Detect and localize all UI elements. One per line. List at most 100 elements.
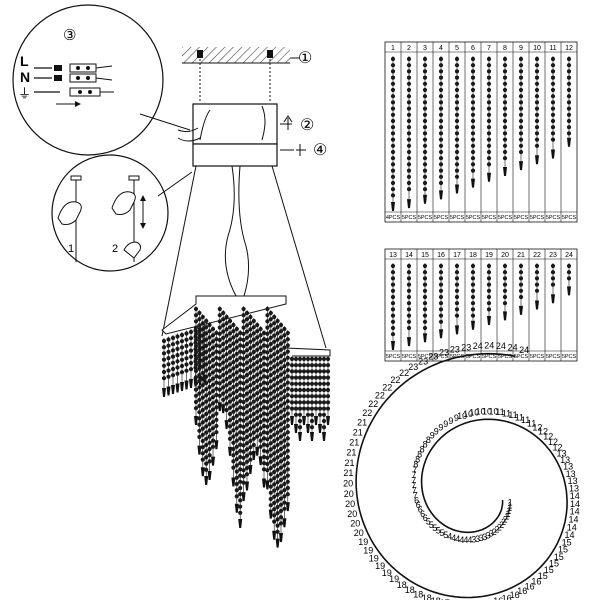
spiral-position-label: 24 (473, 341, 483, 351)
leader-line-2 (158, 172, 192, 196)
column-header: 21 (517, 252, 525, 259)
column-header: 12 (565, 45, 573, 52)
spiral-position-label: 21 (343, 468, 353, 478)
piece-count: 5PCS (482, 354, 497, 360)
spiral-position-label: 19 (358, 537, 368, 547)
crystal-strand (302, 356, 306, 425)
screw-icon (284, 116, 292, 130)
wiring-detail: ③ L N ⏚ (13, 5, 190, 155)
strand-table-top: 1 4PCS 2 5PCS 3 5PCS 4 5PCS 5 5PCS 6 5PCS 7 5PCS 8 5PCS… (385, 42, 577, 222)
spiral-position-label: 24 (496, 341, 506, 351)
column-header: 10 (533, 45, 541, 52)
crystal-strand (184, 331, 188, 390)
column-header: 15 (421, 252, 429, 259)
crystal-strand (326, 356, 330, 425)
chandelier (162, 296, 330, 548)
callout-2: ② (300, 117, 314, 134)
column-header: 16 (437, 252, 445, 259)
spiral-position-label: 24 (508, 343, 518, 353)
crystal-strand (218, 306, 222, 411)
spiral-position-label: 21 (357, 418, 367, 428)
crystal-strand (175, 334, 179, 393)
canopy-cover (193, 144, 277, 166)
column-header: 19 (485, 252, 493, 259)
column-header: 20 (501, 252, 509, 259)
spiral-position-label: 20 (350, 519, 360, 529)
column-header: 13 (389, 252, 397, 259)
crystal-strand (310, 356, 314, 441)
piece-count: 5PCS (402, 215, 417, 221)
spiral-position-label: 23 (408, 362, 418, 372)
callout-4: ④ (313, 142, 327, 159)
crystal-strand (166, 337, 170, 396)
piece-count: 5PCS (450, 215, 465, 221)
spiral-position-label: 21 (344, 458, 354, 468)
column-header: 18 (469, 252, 477, 259)
canopy: ② ④ (178, 104, 327, 166)
spiral-position-label: 20 (345, 499, 355, 509)
column-header: 3 (423, 45, 427, 52)
crystal-strand (298, 356, 302, 441)
spiral-position-label: 21 (353, 427, 363, 437)
piece-count: 5PCS (434, 215, 449, 221)
crystal-strand (318, 356, 322, 433)
column-header: 6 (471, 45, 475, 52)
column-header: 11 (549, 45, 556, 52)
column-header: 2 (407, 45, 411, 52)
piece-count: 5PCS (514, 215, 529, 221)
piece-count: 5PCS (386, 354, 401, 360)
spiral-position-label: 21 (346, 447, 356, 457)
screw-2-icon (296, 144, 306, 156)
crystal-strand (231, 322, 235, 486)
crystal-strand (276, 318, 280, 548)
column-header: 8 (503, 45, 507, 52)
callout-3: ③ (63, 27, 76, 44)
crystal-strand (314, 356, 318, 425)
crystal-strand (294, 356, 298, 433)
spiral-position-label: 23 (450, 345, 460, 355)
step-1-label: 1 (68, 243, 74, 255)
column-header: 23 (549, 252, 557, 259)
piece-count: 5PCS (418, 215, 433, 221)
strand-20 (503, 263, 507, 320)
spiral-position-label: 24 (484, 341, 494, 351)
spiral-position-label: 23 (428, 352, 438, 362)
piece-count: 5PCS (482, 215, 497, 221)
column-header: 1 (391, 45, 395, 52)
crystal-strand (322, 356, 326, 441)
piece-count: 5PCS (498, 215, 513, 221)
column-header: 9 (519, 45, 523, 52)
crystal-strand (242, 306, 246, 501)
canopy-plate (193, 104, 277, 144)
spiral-position-label: 23 (418, 356, 428, 366)
step-2-label: 2 (112, 243, 118, 255)
spiral-position-label: 22 (362, 408, 372, 418)
column-header: 5 (455, 45, 459, 52)
neutral-label: N (20, 69, 30, 85)
crystal-strand (290, 356, 294, 425)
strand-4 (439, 56, 443, 199)
live-label: L (20, 53, 29, 69)
spiral-position-label: 20 (347, 509, 357, 519)
piece-count: 4PCS (386, 215, 401, 221)
spiral-position-label: 18 (422, 593, 432, 600)
spiral-position-label: 20 (343, 479, 353, 489)
spiral-position-label: 24 (519, 345, 529, 355)
spiral-placement-guide: 1111112222223333334444445555556666677777… (343, 341, 580, 600)
crystal-strand (180, 332, 184, 391)
crystal-strand (162, 338, 166, 397)
piece-count: 5PCS (562, 354, 577, 360)
ground-label: ⏚ (18, 86, 31, 101)
spiral-position-label: 23 (439, 348, 449, 358)
crystal-strand (306, 356, 310, 433)
column-header: 7 (487, 45, 491, 52)
column-header: 14 (405, 252, 413, 259)
spiral-position-label: 16 (493, 596, 503, 600)
callout-1: ① (298, 50, 312, 67)
piece-count: 5PCS (402, 354, 417, 360)
piece-count: 5PCS (546, 215, 561, 221)
column-header: 4 (439, 45, 443, 52)
lower-ring (286, 348, 330, 356)
